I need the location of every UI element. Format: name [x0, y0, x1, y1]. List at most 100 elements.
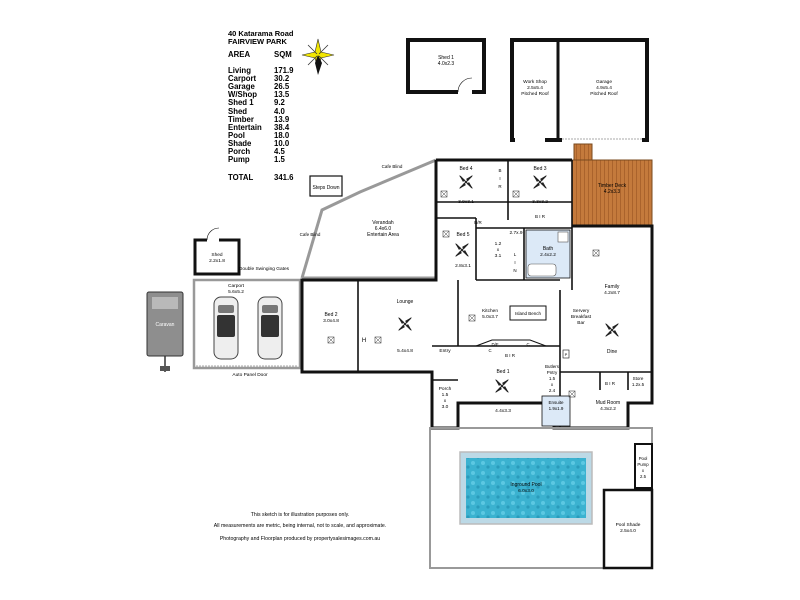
caravan: Caravan — [146, 291, 184, 372]
area-row-value: 1.5 — [274, 155, 285, 165]
workshop-note: Pitched Roof — [521, 91, 549, 97]
area-row-value: 13.9 — [274, 114, 290, 124]
bed3-bir-label: B I R — [535, 214, 546, 219]
bed1-name: Bed 1 — [496, 369, 509, 375]
bath-room: Bath 2.4x2.2 — [525, 229, 571, 279]
area-header-label: AREA — [228, 50, 251, 59]
area-row-label: Pump — [228, 155, 250, 165]
bath-name: Bath — [543, 246, 554, 252]
shed-room: Shed 2.2x1.8 Double Swinging Gates — [193, 227, 290, 276]
light-icon — [568, 390, 576, 398]
pool-name: Inground Pool — [510, 482, 541, 488]
ensuite-size: 1.9x1.9 — [549, 406, 564, 411]
linen-label: N — [513, 268, 516, 273]
bed3-name: Bed 3 — [533, 166, 546, 172]
shed1-size: 4.0x2.3 — [438, 61, 455, 67]
area-row-value: 26.5 — [274, 82, 290, 92]
lounge-name: Lounge — [397, 299, 414, 305]
kitchen-room: Island Bench Kitchen 5.0x3.7 — [468, 305, 547, 322]
area-total-value: 341.6 — [274, 173, 294, 183]
double-gates-label: Double Swinging Gates — [239, 266, 290, 272]
area-row-value: 4.0 — [274, 106, 285, 116]
butlers-word2: Pntry — [547, 370, 558, 375]
cafe-blind-label-1: Cafe Blind — [382, 164, 403, 169]
area-row-label: Pool — [228, 130, 245, 140]
car-icon — [257, 296, 283, 360]
bed4-size: 3.9x3.1 — [458, 199, 474, 205]
butlers-size1: 1.5 — [549, 376, 556, 381]
steps-down-label: Steps Down — [313, 185, 340, 191]
bed4-room: Bed 4 3.9x3.1 B I R — [440, 166, 502, 205]
linen-label: I — [514, 260, 515, 265]
servery-note2: Bar — [577, 320, 585, 326]
carport-name: Carport — [228, 283, 245, 289]
hall-size-top: 1.2 — [495, 241, 502, 247]
bath-size: 2.4x2.2 — [540, 252, 556, 258]
compass-rose-icon — [301, 38, 335, 75]
bed2-name: Bed 2 — [324, 312, 337, 318]
area-row-value: 4.5 — [274, 147, 285, 157]
shed-size: 2.2x1.8 — [209, 258, 225, 264]
ensuite-name: Ensuite — [548, 400, 564, 405]
verandah-note: Entertain Area — [367, 232, 399, 238]
kitchen-name: Kitchen — [482, 308, 498, 314]
pool-pump-w1: Pool — [639, 456, 648, 461]
caravan-name: Caravan — [156, 322, 175, 328]
area-row-value: 10.0 — [274, 138, 290, 148]
light-icon — [442, 230, 450, 238]
porch-area: Entry Porch 1.5 x 3.0 — [439, 348, 452, 410]
area-row-value: 18.0 — [274, 130, 290, 140]
light-icon — [592, 249, 600, 257]
bed4-wir-label: R — [498, 184, 502, 189]
pool-pump: Pool Pump x 2.5 — [634, 443, 653, 489]
butlers-pantry: Butlers Pntry 1.5 x 2.4 P — [545, 349, 570, 393]
car-icon — [213, 296, 239, 360]
bed1-bir-label: B I R — [505, 353, 516, 358]
area-row-label: Shed 1 — [228, 98, 254, 108]
pool-shade-size: 2.5x4.0 — [620, 528, 636, 534]
bed3-room: Bed 3 3.3x3.2 B I R — [512, 166, 548, 219]
bed2-room: Bed 2 3.0x4.8 — [323, 312, 339, 344]
entry-label: Entry — [439, 348, 451, 354]
cupboard-label: C — [526, 342, 529, 347]
light-icon — [468, 314, 476, 322]
shed-name: Shed — [211, 252, 223, 258]
pool-shade: Pool Shade 2.5x4.0 — [602, 488, 654, 570]
lounge-room: Lounge 5.4x4.8 H — [362, 299, 414, 354]
area-row-label: Garage — [228, 82, 255, 92]
main-house-walls — [300, 158, 654, 430]
disclaimer-line-1: This sketch is for illustration purposes… — [250, 512, 350, 518]
verandah-area: Steps Down Cafe Blind Cafe Blind Veranda… — [300, 158, 437, 280]
hall-size-bot: 3.1 — [495, 253, 502, 259]
area-row-label: Living — [228, 66, 251, 76]
cupboard-label: C — [488, 348, 491, 353]
ceiling-fan-icon — [604, 322, 620, 338]
workshop-name: Work Shop — [523, 79, 547, 85]
ceiling-fan-icon — [494, 378, 510, 394]
butlers-mid: x — [551, 382, 554, 387]
shed1-name: Shed 1 — [438, 55, 454, 61]
area-row: Pool 18.0 — [228, 130, 314, 140]
mud-room-name: Mud Room — [596, 400, 620, 406]
porch-size2: 3.0 — [442, 404, 449, 410]
porch-size1: 1.5 — [442, 392, 449, 398]
light-icon — [440, 190, 448, 198]
area-row: Garage 26.5 — [228, 83, 314, 91]
carport-size: 5.6x5.2 — [228, 289, 244, 295]
store-name: Store — [633, 376, 644, 381]
family-room: Family 4.2x8.7 Dine B I R — [592, 249, 620, 386]
auto-panel-door-label: Auto Panel Door — [232, 372, 268, 378]
ceiling-fan-icon — [397, 316, 413, 332]
pool-pump-w3: x — [642, 468, 645, 473]
area-table-header: AREA SQM — [228, 50, 314, 59]
servery-name: Servery — [573, 308, 590, 314]
light-icon — [374, 336, 382, 344]
corridor-size: 2.7x.9 — [509, 230, 522, 236]
ceiling-fan-icon — [458, 174, 474, 190]
